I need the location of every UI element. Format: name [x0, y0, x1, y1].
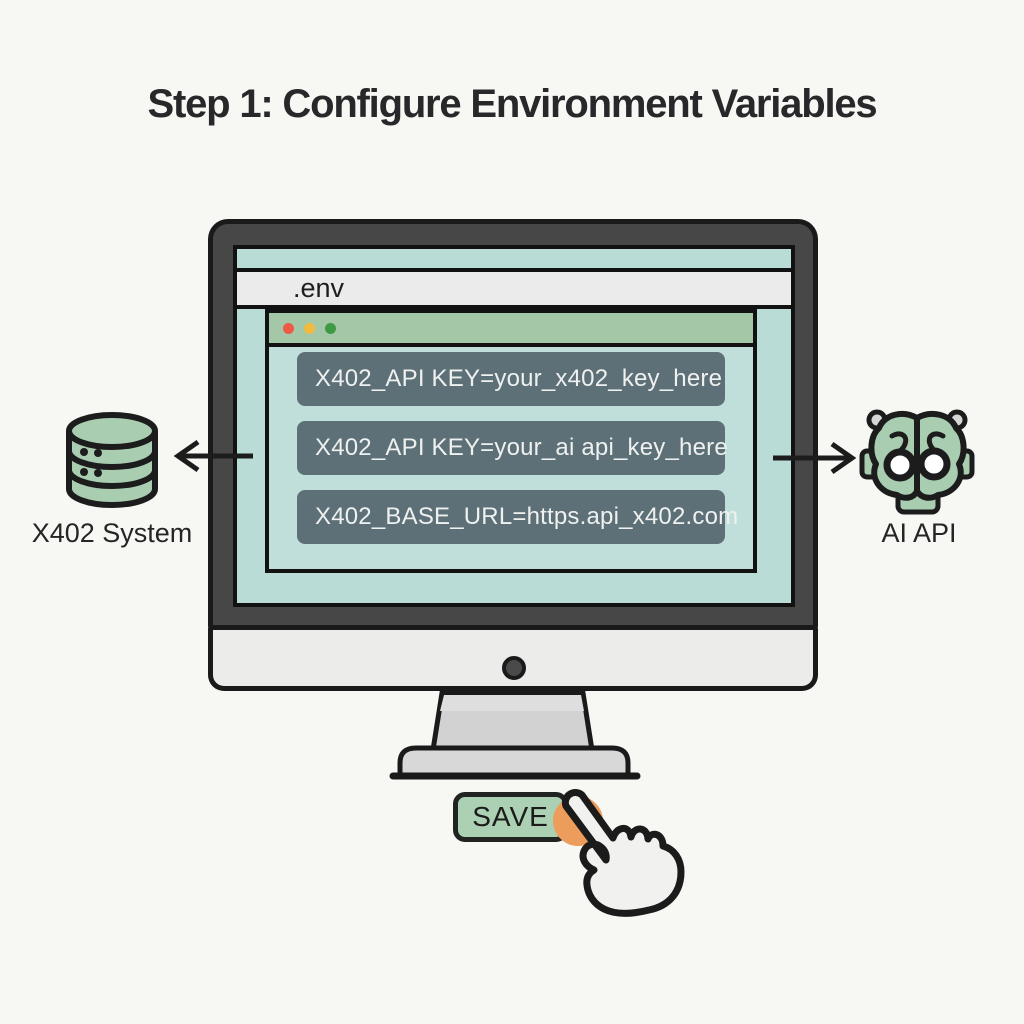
page-title: Step 1: Configure Environment Variables: [147, 82, 878, 126]
env-variable-list: X402_API KEY=your_x402_key_here X402_API…: [269, 347, 753, 544]
env-filename: .env: [293, 273, 345, 303]
env-line-api-key: X402_API KEY=your_x402_key_here: [297, 352, 725, 406]
arrow-right-icon: [773, 441, 857, 475]
minimize-dot-icon[interactable]: [304, 322, 315, 334]
monitor-camera-dot: [502, 656, 526, 680]
close-dot-icon[interactable]: [283, 322, 294, 334]
ai-robot-icon: [859, 409, 975, 515]
zoom-dot-icon[interactable]: [325, 322, 336, 334]
database-icon: [66, 412, 158, 508]
env-line-ai-key: X402_API KEY=your_ai api_key_here: [297, 421, 728, 475]
monitor-stand: [389, 690, 641, 780]
save-button[interactable]: SAVE: [453, 792, 568, 842]
left-node-label: X402 System: [31, 518, 193, 548]
arrow-left-icon: [173, 439, 253, 473]
env-file-tab[interactable]: .env: [237, 268, 791, 309]
window-titlebar: [269, 313, 753, 347]
editor-window: X402_API KEY=your_x402_key_here X402_API…: [265, 309, 757, 573]
right-node-label: AI API: [881, 518, 957, 548]
env-line-base-url: X402_BASE_URL=https.api_x402.com: [297, 490, 738, 544]
monitor-screen: .env X402_API KEY=your_x402_key_here X40…: [233, 245, 795, 607]
hand-cursor-icon: [561, 789, 685, 917]
